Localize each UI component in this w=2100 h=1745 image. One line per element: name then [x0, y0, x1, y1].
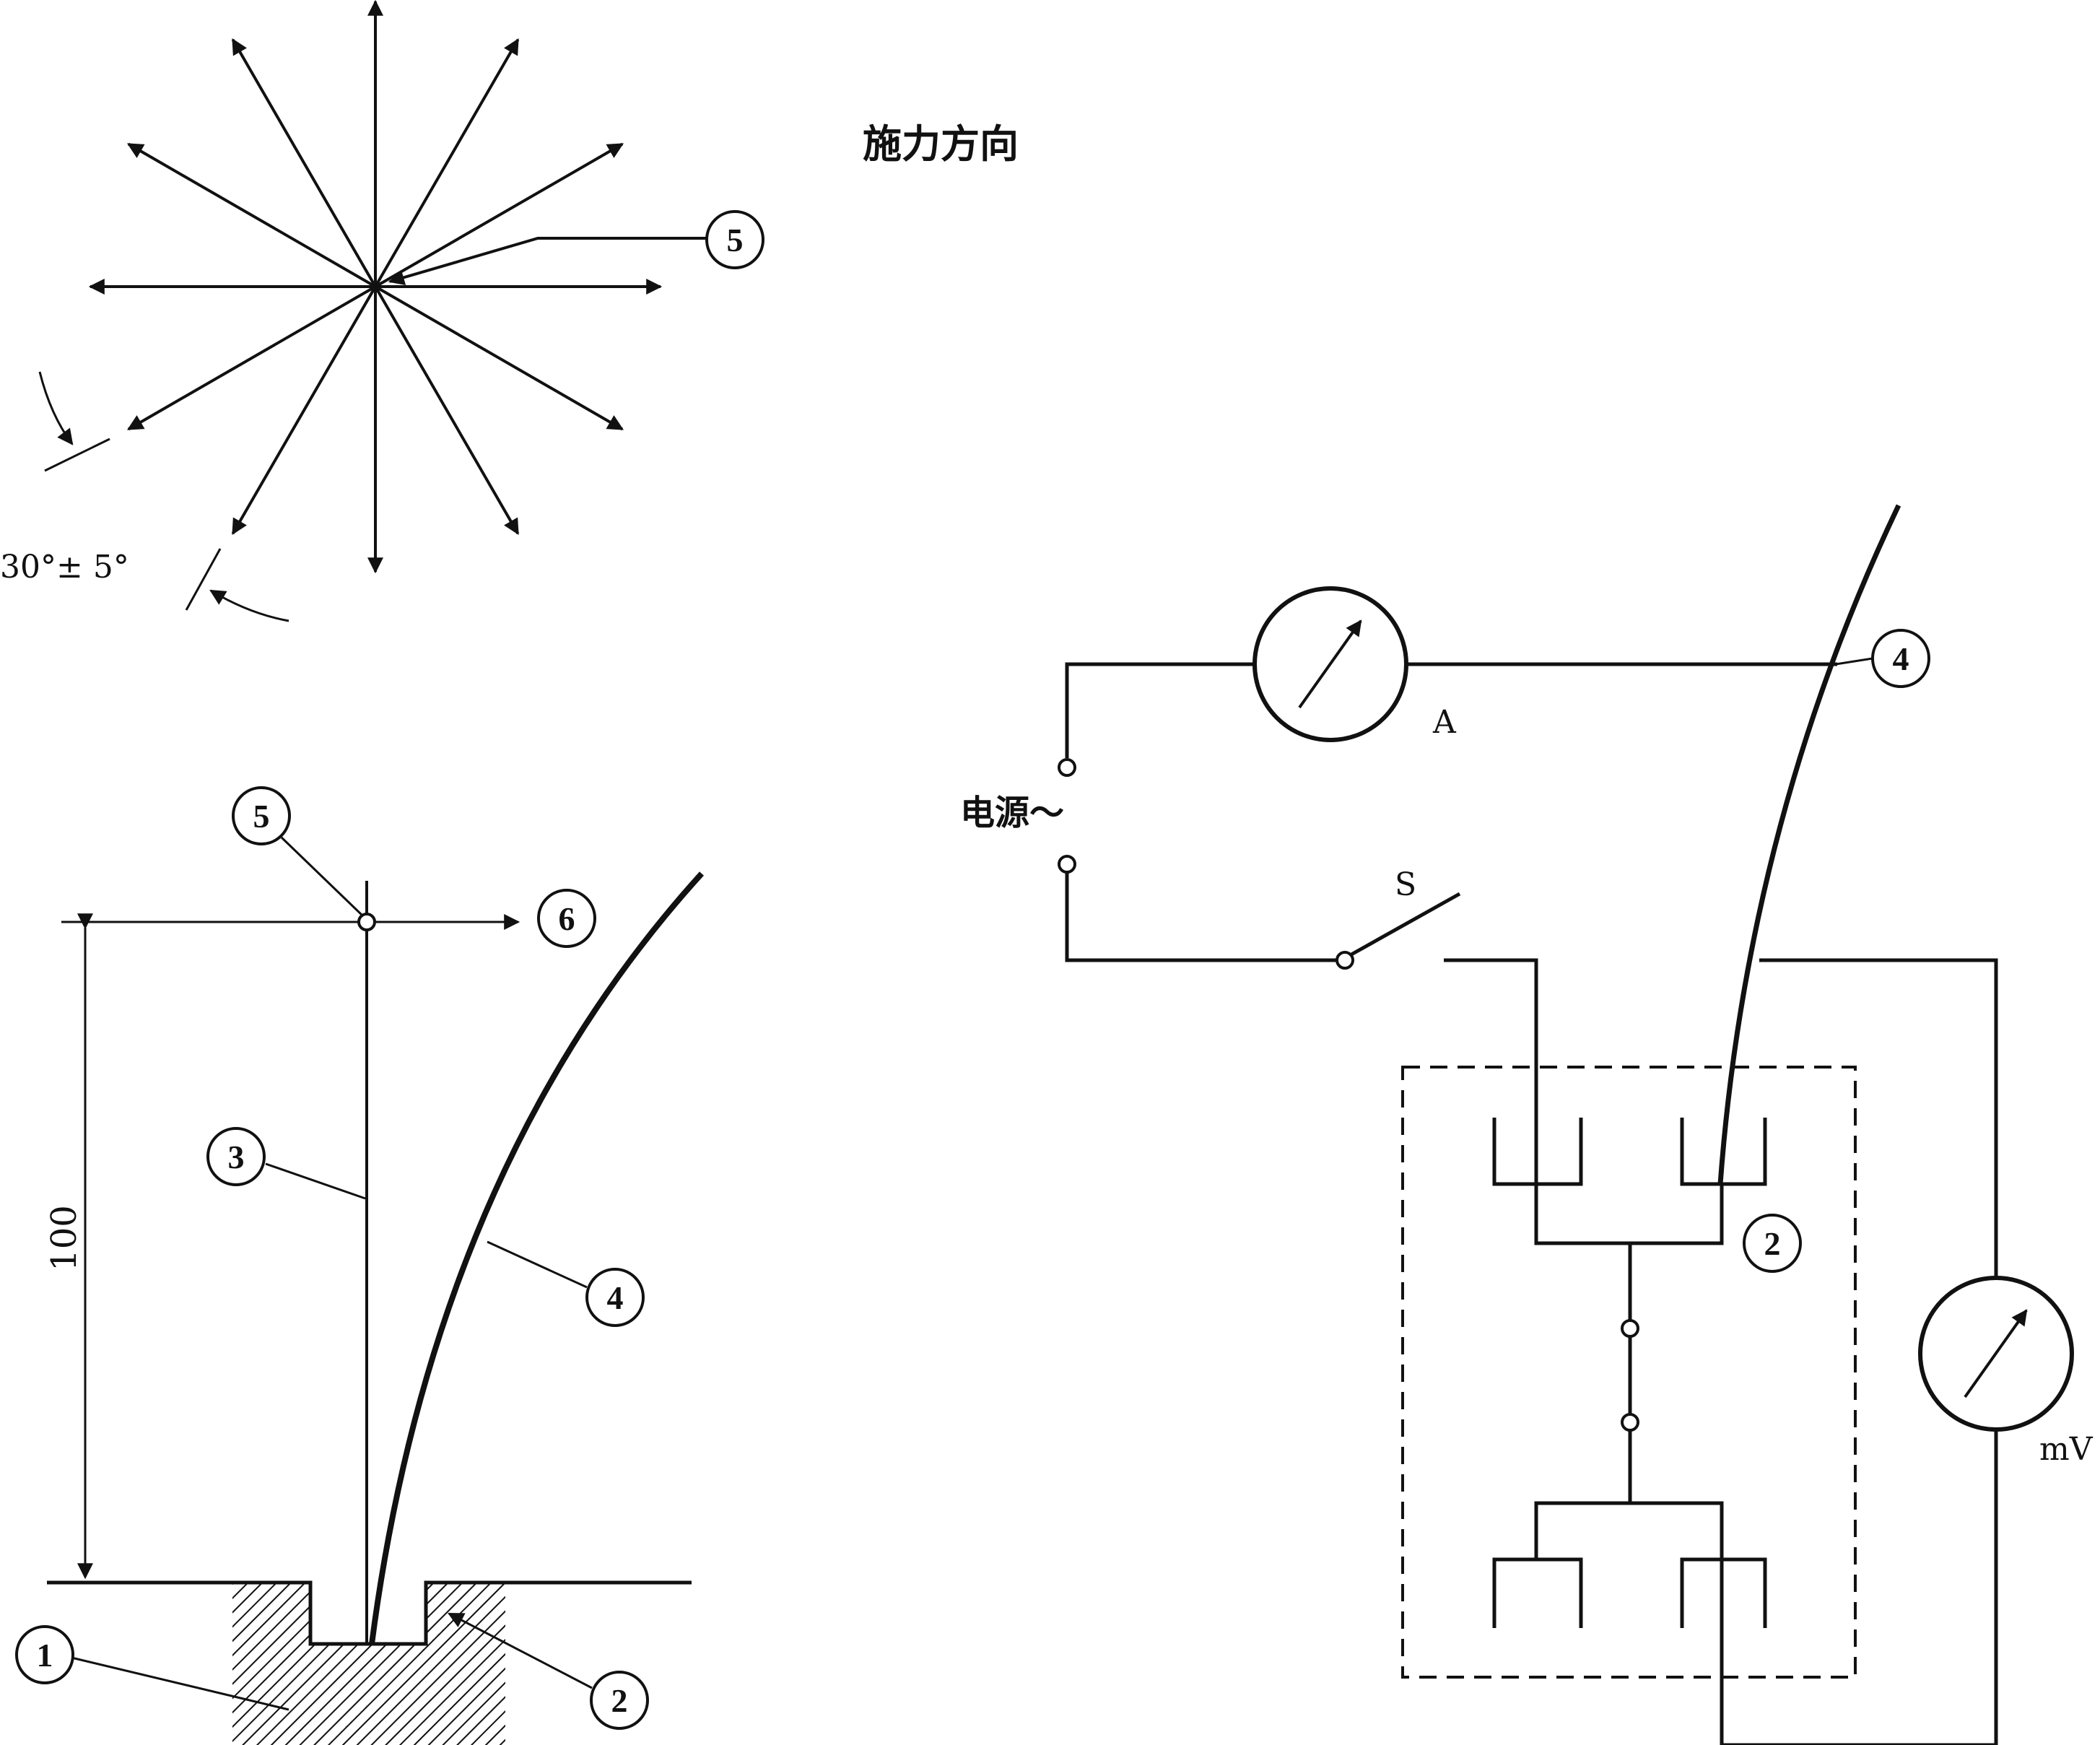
- wire-switch-left: [1065, 873, 1337, 962]
- star-arrows: [88, 0, 663, 574]
- callout-1: 1: [15, 1625, 74, 1684]
- svg-text:3: 3: [228, 1139, 245, 1175]
- callout-5-leader-side: [280, 836, 364, 917]
- callout-2: 2: [590, 1671, 649, 1730]
- millivoltmeter-label: mV: [2039, 1431, 2094, 1468]
- source-terminal-bottom: [1058, 855, 1076, 874]
- callout-2-leader: [448, 1612, 593, 1689]
- callout-4-circuit: 4: [1871, 629, 1930, 688]
- electrode-bus-lower: [1534, 1501, 1724, 1559]
- angle-arc-upper: [38, 371, 74, 445]
- callout-5: 5: [232, 786, 291, 845]
- socket-outline: [47, 1580, 692, 1646]
- force-arrow: [375, 285, 624, 431]
- angle-label: 30°± 5°: [0, 549, 129, 586]
- callout-5-top: 5: [705, 210, 764, 269]
- measurement-circuit: A 电源～ S mV: [960, 504, 2094, 1745]
- wire-switch-right: [1444, 958, 1538, 1180]
- wire-mv-bottom: [1720, 1559, 1996, 1745]
- link-terminal-upper: [1621, 1319, 1639, 1338]
- angle-tick-upper: [44, 438, 110, 472]
- force-point: [357, 913, 376, 931]
- force-arrow: [374, 38, 520, 287]
- ammeter-label: A: [1432, 704, 1457, 741]
- link-terminal-lower: [1621, 1413, 1639, 1432]
- callout-4-leader: [487, 1240, 588, 1289]
- force-direction-star: 5 30°± 5° 施力方向: [0, 0, 1019, 622]
- side-view: 100 1 2 3 4 5 6: [15, 786, 704, 1745]
- dashed-enclosure: [1401, 1066, 1857, 1679]
- callout-2-circuit: 2: [1743, 1214, 1802, 1273]
- millivoltmeter: [1918, 1276, 2074, 1432]
- force-arrow: [231, 38, 377, 287]
- ammeter: [1252, 586, 1408, 742]
- hatched-base: [232, 1583, 505, 1745]
- svg-text:1: 1: [37, 1637, 53, 1674]
- callout-4-circuit-leader: [1835, 657, 1873, 666]
- power-source-label: 电源～: [960, 793, 1064, 833]
- bent-rod: [369, 871, 704, 1645]
- wire-mv-top: [1759, 958, 1998, 1279]
- callout-5-leader: [388, 237, 711, 285]
- force-arrow: [126, 285, 376, 431]
- force-arrow: [374, 286, 520, 536]
- switch-pivot: [1336, 951, 1354, 970]
- source-terminal-top: [1058, 758, 1076, 777]
- svg-text:2: 2: [1764, 1225, 1781, 1262]
- switch-blade: [1350, 892, 1461, 957]
- svg-text:5: 5: [253, 798, 270, 835]
- callout-1-leader: [68, 1655, 289, 1711]
- force-direction-title: 施力方向: [863, 121, 1019, 167]
- electrode-cup-ll: [1492, 1557, 1583, 1628]
- svg-text:4: 4: [1893, 640, 1909, 677]
- electrode-bus-upper: [1534, 1180, 1724, 1245]
- callout-3-leader: [265, 1162, 366, 1200]
- callout-4: 4: [585, 1268, 645, 1327]
- svg-text:2: 2: [611, 1682, 628, 1719]
- svg-text:4: 4: [607, 1279, 624, 1316]
- force-arrow: [231, 286, 377, 536]
- callout-6: 6: [537, 889, 596, 948]
- svg-text:6: 6: [559, 900, 575, 937]
- svg-text:5: 5: [727, 222, 744, 258]
- dimension-100: 100: [44, 1205, 84, 1271]
- force-arrow: [126, 142, 376, 288]
- angle-arc-lower: [209, 589, 289, 622]
- angle-tick-lower: [185, 548, 222, 611]
- bent-rod-circuit: [1717, 504, 1901, 1185]
- switch-label: S: [1395, 866, 1416, 903]
- force-arrow: [375, 142, 624, 288]
- callout-3: 3: [206, 1127, 266, 1186]
- wire-top-left: [1065, 662, 1255, 758]
